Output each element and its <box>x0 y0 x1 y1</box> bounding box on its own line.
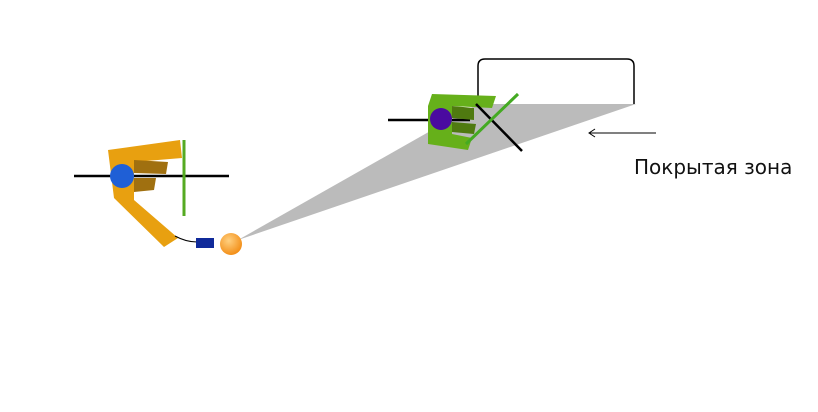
zone-bracket <box>477 58 635 104</box>
left-player-foot-upper <box>134 160 168 174</box>
device-icon <box>196 238 214 248</box>
left-player-foot-lower <box>134 178 156 192</box>
left-player-head <box>110 164 134 188</box>
device-cable <box>174 235 198 243</box>
right-player-body <box>428 94 496 150</box>
right-player-head <box>430 108 452 130</box>
right-player-stick <box>464 92 520 146</box>
right-player <box>388 92 523 152</box>
right-player-foot-lower <box>452 122 476 134</box>
left-player-body <box>108 140 182 247</box>
coverage-zone <box>238 104 636 240</box>
ball-icon <box>220 233 242 255</box>
arrow-left-icon <box>588 128 656 138</box>
left-player <box>74 140 229 247</box>
right-player-foot-upper <box>452 106 474 120</box>
right-player-cross-line <box>475 103 523 152</box>
covered-zone-label: Покрытая зона <box>634 155 793 179</box>
